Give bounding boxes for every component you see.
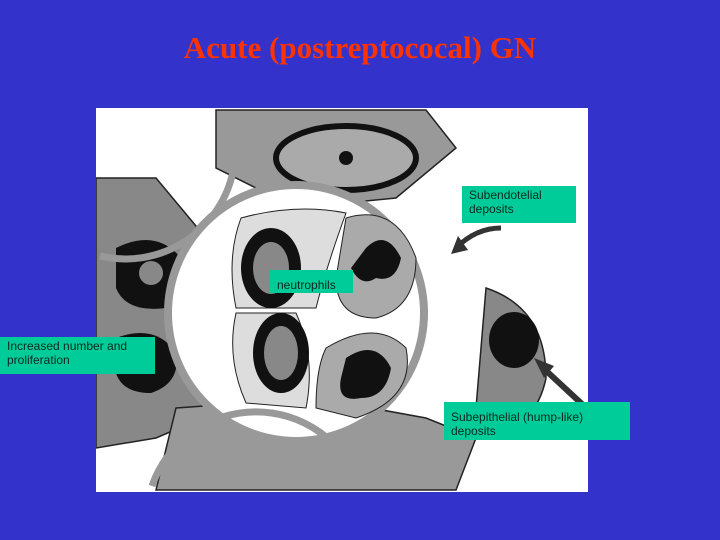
subepithelial-deposits-label: Subepithelial (hump-like) deposits <box>444 402 630 440</box>
neutrophils-label: neutrophils <box>270 270 353 293</box>
glomerulus-illustration <box>96 108 588 492</box>
subendothelial-deposits-label: Subendotelial deposits <box>462 186 576 223</box>
glomerulus-drawing <box>96 108 588 492</box>
proliferation-label: Increased number and proliferation <box>0 337 155 374</box>
slide-title: Acute (postreptococal) GN <box>183 30 537 65</box>
